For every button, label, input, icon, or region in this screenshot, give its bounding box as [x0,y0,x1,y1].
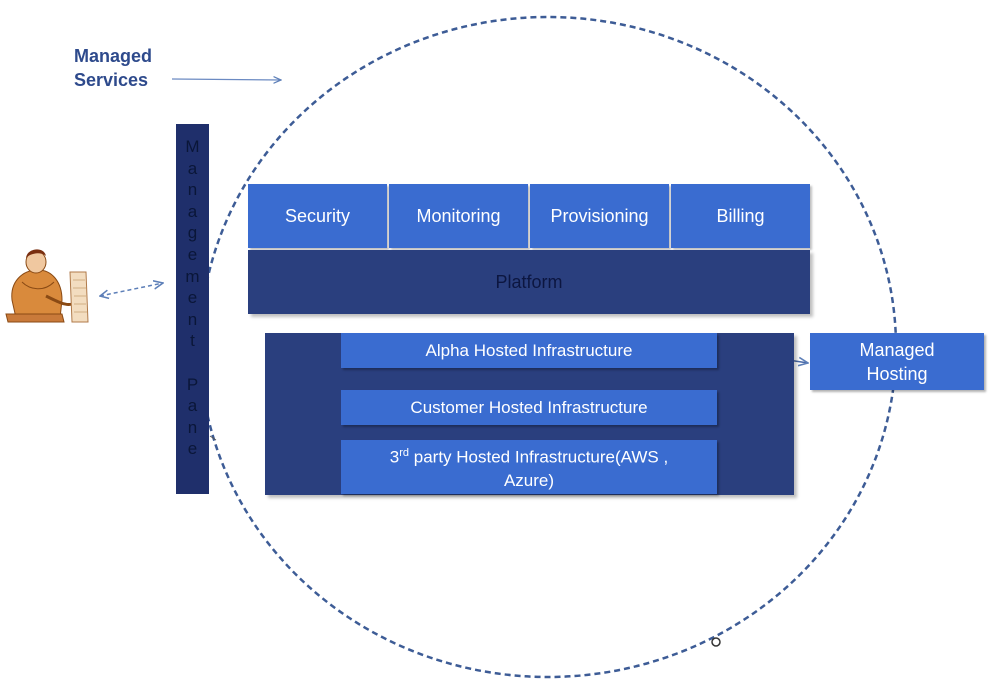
person-pane-arrow [100,283,163,296]
pane-letter: m [185,266,200,286]
pane-letter-spacer [190,352,195,374]
third-party-num: 3 [389,447,400,467]
title-arrow [171,79,281,80]
customer-hosted-infrastructure: Customer Hosted Infrastructure [341,390,717,425]
pane-letter: a [187,201,198,221]
pane-letter: n [187,180,198,200]
title-line-2: Services [74,70,149,90]
managed-hosting-line-2: Hosting [866,363,928,384]
managed-services-title: Managed Services [74,44,152,92]
pane-letter: M [185,137,200,156]
alpha-hosted-infrastructure: Alpha Hosted Infrastructure [341,333,717,368]
pane-letter: a [187,396,198,416]
managed-hosting-line-1: Managed [859,339,935,360]
pane-letter: n [187,309,198,329]
pane-letter: t [190,331,195,351]
person-at-desk-icon [5,249,89,323]
alpha-label: Alpha Hosted Infrastructure [425,341,633,360]
service-label: Billing [716,205,765,226]
managed-hosting-box: Managed Hosting [810,333,984,390]
pane-tick [209,435,217,441]
pane-letter: e [187,288,198,308]
bottom-marker [711,637,721,647]
pane-letter: e [187,439,198,459]
title-line-1: Managed [74,46,153,66]
pane-letter: n [187,417,198,437]
platform-label: Platform [495,271,563,292]
service-billing: Billing [671,184,810,248]
third-party-hosted-infrastructure: 3rd party Hosted Infrastructure(AWS , Az… [341,440,717,494]
pane-letter: g [187,223,198,243]
service-label: Security [284,205,351,226]
third-party-rest: party Hosted Infrastructure(AWS , [409,447,669,467]
third-party-line-1: 3rd party Hosted Infrastructure(AWS , [390,442,668,469]
pane-letter: a [187,158,198,178]
service-security: Security [248,184,387,248]
third-party-sup: rd [399,447,410,460]
pane-letter: e [187,244,198,264]
service-label: Monitoring [416,205,501,226]
platform-box: Platform [248,250,810,314]
service-provisioning: Provisioning [530,184,669,248]
third-party-line-2: Azure) [503,470,555,490]
service-monitoring: Monitoring [389,184,528,248]
service-label: Provisioning [550,205,649,226]
pane-letter: P [186,374,199,394]
customer-label: Customer Hosted Infrastructure [410,398,648,417]
